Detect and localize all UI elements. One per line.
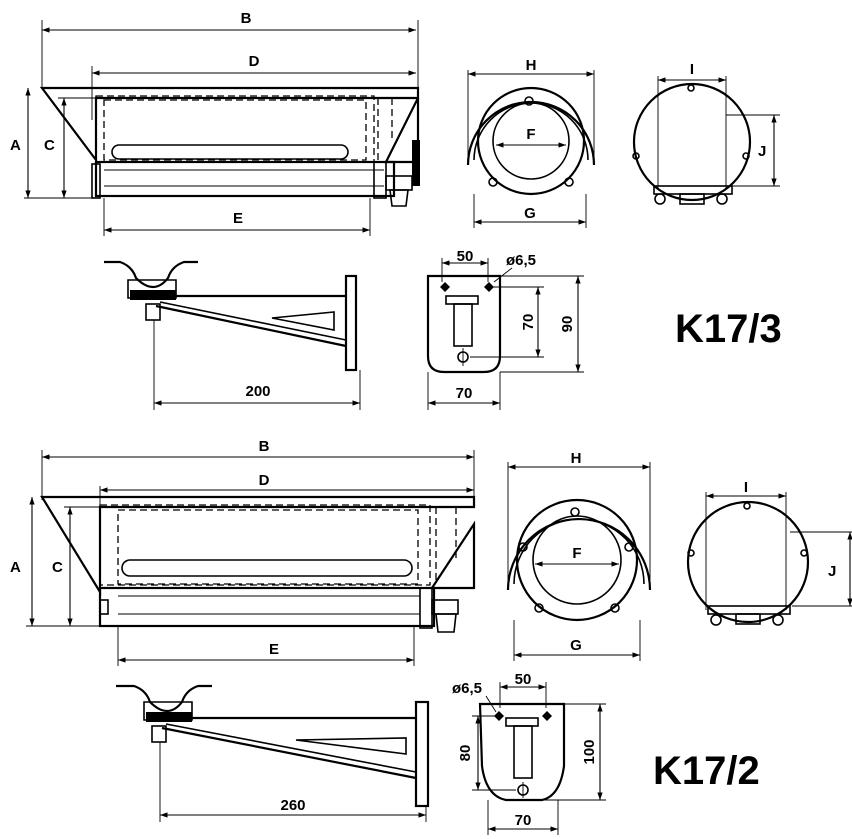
top-housing-front-view: H F G	[466, 57, 596, 228]
bottom-plate-height-inner: 80	[457, 745, 474, 762]
bottom-dim-h-label: H	[571, 450, 582, 467]
bottom-dim-d-label: D	[259, 472, 270, 489]
bottom-dim-j-label: J	[828, 563, 836, 580]
top-plate-width: 70	[456, 385, 473, 402]
top-plate-hole: ø6,5	[506, 252, 536, 269]
bottom-model-label: K17/2	[653, 749, 760, 793]
bottom-bracket-length: 260	[280, 797, 305, 814]
top-dim-a-label: A	[10, 137, 21, 154]
bottom-housing-profile-view: I J	[686, 479, 852, 626]
bottom-mount-plate: 50 ø6,5 80 100 70	[452, 671, 606, 835]
top-dim-c-label: C	[44, 137, 55, 154]
bottom-bracket: 260	[116, 684, 430, 822]
bottom-dim-f-label: F	[572, 545, 581, 562]
top-dim-b-label: B	[241, 10, 252, 27]
bottom-dim-g-label: G	[570, 637, 582, 654]
top-dim-g-label: G	[524, 205, 536, 222]
bottom-plate-width-top: 50	[515, 671, 532, 688]
bottom-plate-hole: ø6,5	[452, 680, 482, 697]
top-dim-f-label: F	[526, 126, 535, 143]
top-dim-i-label: I	[690, 61, 694, 78]
bottom-dim-a-label: A	[10, 559, 21, 576]
bottom-dim-e-label: E	[269, 641, 279, 658]
top-dim-d-label: D	[249, 53, 260, 70]
top-plate-height: 90	[559, 316, 576, 333]
top-housing-profile-view: I J	[632, 61, 780, 205]
top-plate-width-top: 50	[457, 248, 474, 265]
bottom-housing-front-view: H F G	[506, 450, 652, 661]
top-housing-side-view: B D A C E	[10, 10, 420, 236]
bottom-plate-height: 100	[581, 739, 598, 764]
bottom-plate-width: 70	[515, 812, 532, 829]
top-dim-j-label: J	[758, 143, 766, 160]
top-plate-height-inner: 70	[520, 314, 537, 331]
top-model-label: K17/3	[675, 307, 782, 351]
top-bracket: 200	[104, 260, 361, 410]
top-dim-h-label: H	[526, 57, 537, 74]
top-mount-plate: 50 ø6,5 70 90 70	[426, 248, 584, 410]
bottom-dim-i-label: I	[744, 479, 748, 496]
top-dim-e-label: E	[233, 210, 243, 227]
bottom-dim-b-label: B	[259, 438, 270, 455]
bottom-housing-side-view: B D A C E	[10, 438, 476, 666]
bottom-dim-c-label: C	[52, 559, 63, 576]
top-bracket-length: 200	[245, 383, 270, 400]
